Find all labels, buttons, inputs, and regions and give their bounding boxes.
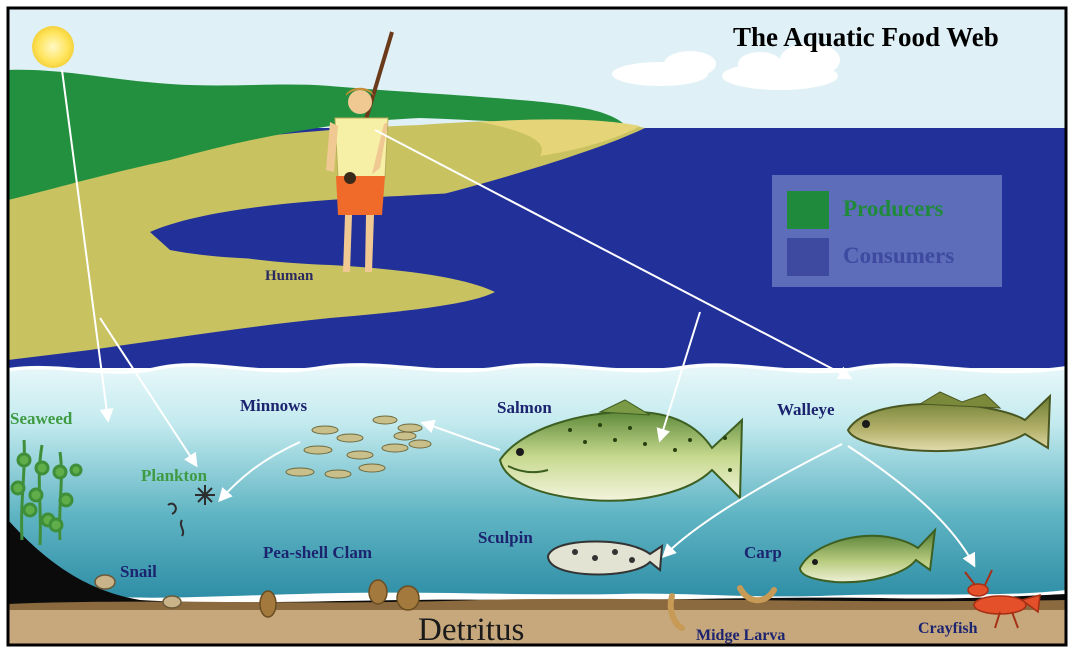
label-snail: Snail: [120, 562, 157, 582]
diagram-title: The Aquatic Food Web: [733, 22, 999, 53]
label-salmon: Salmon: [497, 398, 552, 418]
label-seaweed: Seaweed: [10, 409, 72, 429]
label-carp: Carp: [744, 543, 782, 563]
sediment: [8, 606, 1066, 645]
legend-producers-swatch: [787, 191, 829, 229]
label-detritus: Detritus: [418, 612, 524, 649]
label-crayfish: Crayfish: [918, 620, 978, 638]
label-human: Human: [265, 268, 313, 285]
label-minnows: Minnows: [240, 396, 307, 416]
legend-consumers-label: Consumers: [843, 243, 954, 269]
label-plankton: Plankton: [141, 466, 207, 486]
label-walleye: Walleye: [777, 400, 835, 420]
label-pea-shell-clam: Pea-shell Clam: [263, 543, 372, 563]
label-midge-larva: Midge Larva: [696, 627, 785, 645]
label-sculpin: Sculpin: [478, 528, 533, 548]
legend-consumers-swatch: [787, 238, 829, 276]
sun: [32, 26, 74, 68]
legend-producers-label: Producers: [843, 196, 944, 222]
